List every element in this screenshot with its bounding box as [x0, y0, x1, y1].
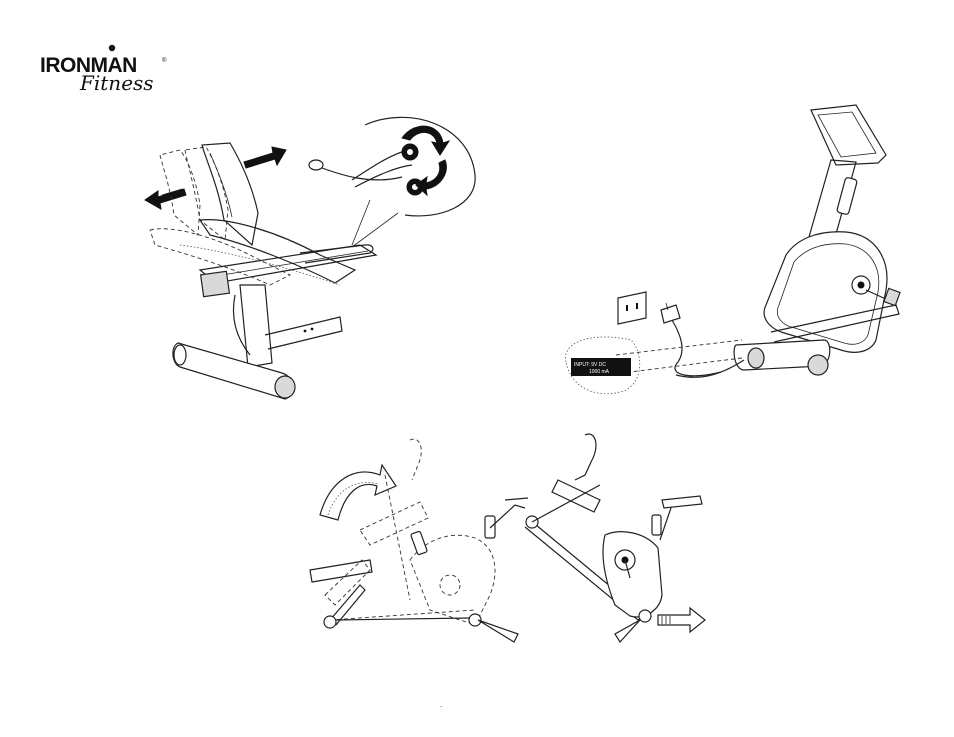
page-mark: .	[440, 700, 442, 709]
slide-left-arrow-icon	[145, 189, 186, 209]
logo-head-dot	[109, 45, 115, 51]
power-input-line2: 1000 mA	[589, 369, 610, 375]
wall-outlet-icon	[618, 292, 646, 324]
slide-right-arrow-icon	[244, 147, 286, 168]
logo-script: Fitness	[79, 71, 154, 95]
logo-reg-mark: ®	[162, 57, 167, 64]
tilt-arrow-icon	[320, 465, 396, 520]
power-adapter-icon	[661, 303, 744, 377]
seat-adjust-illustration	[140, 105, 485, 410]
power-input-line1: INPUT: 9V DC	[574, 362, 606, 368]
push-arrow-icon	[658, 608, 705, 632]
power-input-label: INPUT: 9V DC 1000 mA	[571, 358, 631, 376]
transport-illustration	[300, 420, 720, 650]
ironman-fitness-logo: IRONMAN ® Fitness	[38, 40, 173, 100]
power-adapter-illustration: INPUT: 9V DC 1000 mA	[556, 100, 906, 400]
